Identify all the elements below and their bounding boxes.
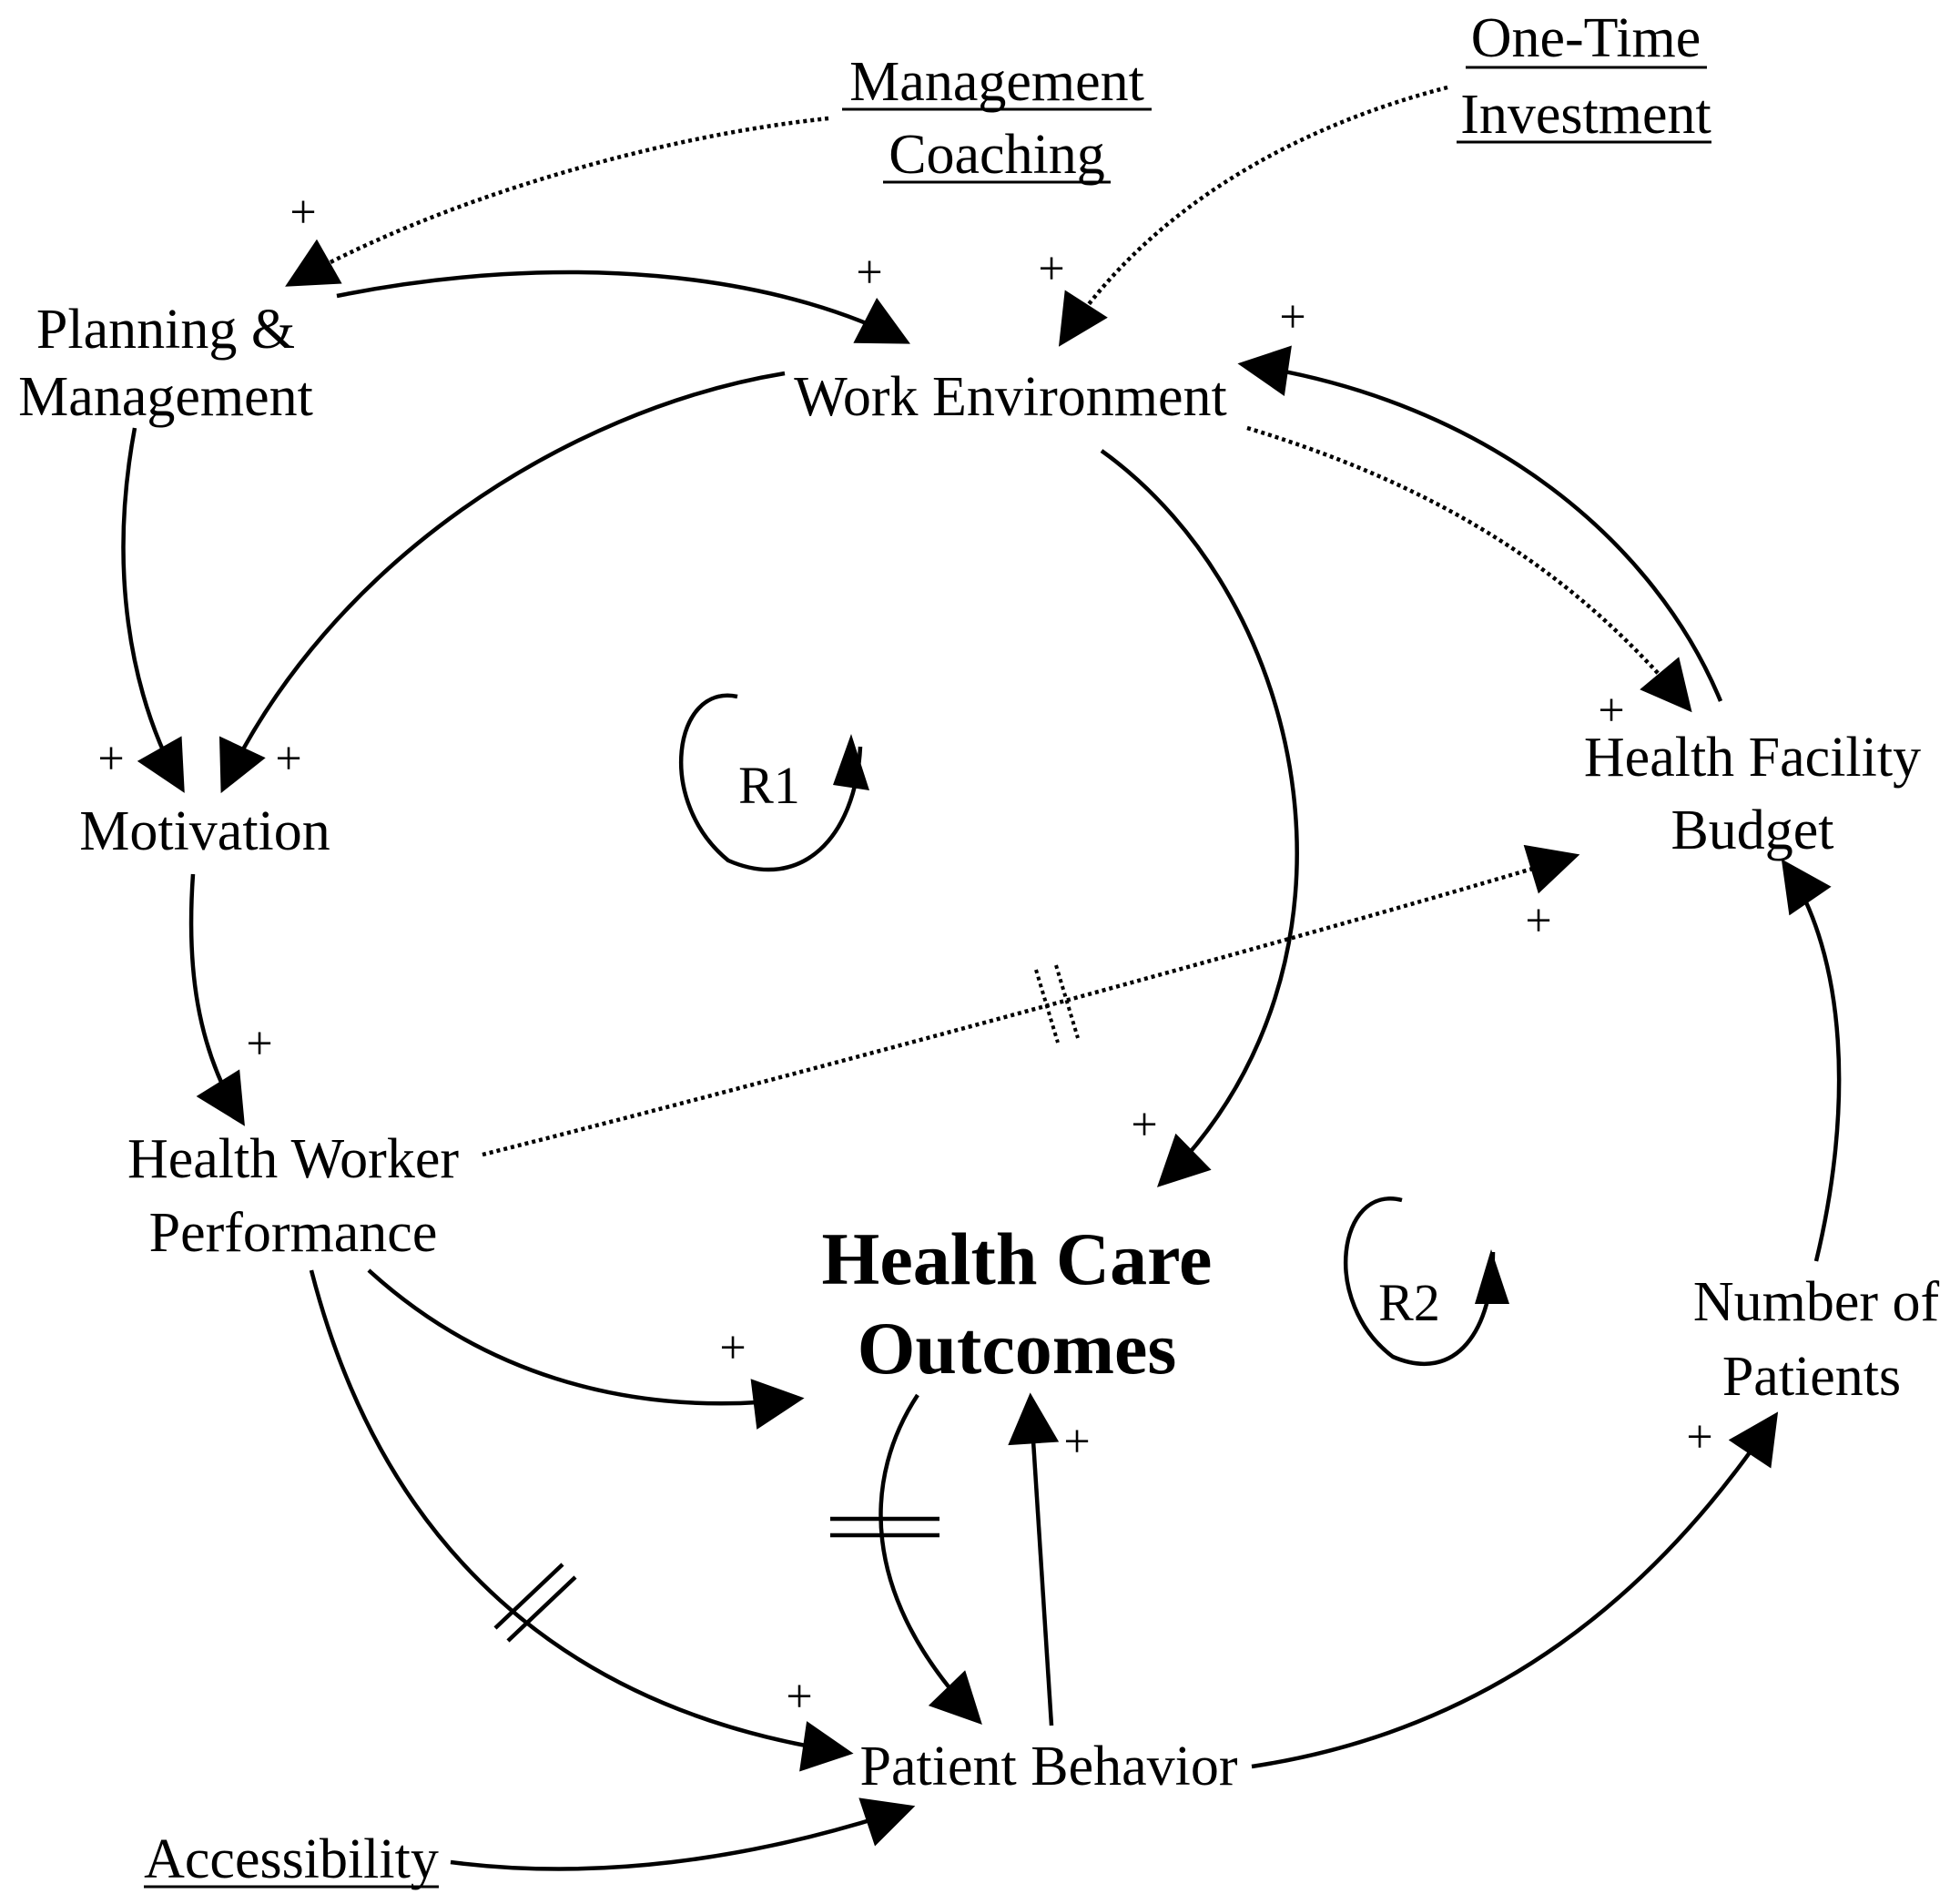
plus-sign: +	[786, 1671, 812, 1723]
plus-sign: +	[856, 247, 882, 299]
loop-r2-label: R2	[1378, 1273, 1440, 1332]
delay-mark-outcomes-to-patient-behavior	[830, 1516, 939, 1538]
health-care-outcomes-line1: Health Care	[822, 1217, 1213, 1300]
node-one-time-investment: One-Time Investment	[1457, 7, 1711, 146]
link-work-environment-to-motivation	[219, 371, 786, 794]
plus-sign: +	[1063, 1416, 1090, 1468]
link-budget-to-work-environment	[1237, 345, 1723, 702]
node-number-of-patients: Number of Patients	[1693, 1271, 1940, 1408]
plus-sign: +	[97, 733, 124, 785]
node-management-coaching: Management Coaching	[842, 51, 1152, 186]
health-worker-performance-line2: Performance	[149, 1202, 438, 1264]
plus-sign: +	[1525, 895, 1551, 947]
node-health-care-outcomes: Health Care Outcomes	[822, 1217, 1213, 1390]
link-work-environment-to-outcomes	[1100, 449, 1299, 1187]
planning-management-line1: Planning &	[36, 299, 295, 361]
loop-r1: R1	[678, 693, 869, 872]
link-performance-to-patient-behavior	[309, 1269, 854, 1772]
one-time-investment-line2: Investment	[1460, 84, 1711, 146]
delay-mark-performance-to-budget	[1034, 964, 1080, 1044]
plus-sign: +	[1686, 1411, 1712, 1463]
health-care-outcomes-line2: Outcomes	[858, 1307, 1177, 1390]
link-patient-behavior-to-outcomes	[1008, 1392, 1060, 1726]
link-performance-to-outcomes	[367, 1268, 805, 1430]
node-health-worker-performance: Health Worker Performance	[127, 1128, 459, 1264]
link-planning-to-motivation	[121, 427, 185, 793]
loop-r2-arrowhead	[1475, 1249, 1509, 1304]
plus-sign: +	[1038, 243, 1064, 295]
loop-r1-arrowhead	[833, 734, 869, 790]
link-management-coaching-to-planning	[285, 116, 829, 287]
link-accessibility-to-patient-behavior	[450, 1797, 916, 1871]
plus-sign: +	[246, 1018, 272, 1070]
health-worker-performance-line1: Health Worker	[127, 1128, 459, 1190]
node-health-facility-budget: Health Facility Budget	[1584, 727, 1921, 861]
node-patient-behavior: Patient Behavior	[860, 1736, 1238, 1797]
link-outcomes-to-patient-behavior	[878, 1393, 982, 1726]
number-of-patients-line1: Number of	[1693, 1271, 1940, 1333]
node-accessibility: Accessibility	[144, 1828, 439, 1890]
plus-sign: +	[289, 187, 316, 239]
health-facility-budget-line1: Health Facility	[1584, 727, 1921, 789]
link-performance-to-budget	[482, 844, 1580, 1157]
link-patient-behavior-to-number-of-patients	[1251, 1411, 1779, 1769]
link-investment-to-work-environment	[1058, 85, 1448, 347]
loop-r1-arc	[678, 693, 863, 872]
delay-mark-performance-to-patient-behavior	[493, 1563, 577, 1643]
one-time-investment-line1: One-Time	[1471, 7, 1701, 69]
loop-r1-label: R1	[738, 756, 800, 815]
link-number-of-patients-to-budget	[1781, 859, 1842, 1262]
link-work-environment-to-budget	[1246, 425, 1692, 713]
management-coaching-line2: Coaching	[889, 124, 1105, 186]
plus-sign: +	[719, 1322, 746, 1374]
loop-r2: R2	[1343, 1196, 1509, 1367]
accessibility-label: Accessibility	[144, 1828, 439, 1890]
plus-sign: +	[275, 733, 301, 785]
management-coaching-line1: Management	[849, 51, 1144, 113]
health-facility-budget-line2: Budget	[1671, 799, 1833, 861]
number-of-patients-line2: Patients	[1722, 1346, 1901, 1408]
link-planning-to-work-environment	[336, 270, 910, 344]
plus-sign: +	[1279, 291, 1305, 343]
node-planning-management: Planning & Management	[18, 299, 313, 428]
loop-r2-arc	[1343, 1196, 1496, 1367]
plus-sign: +	[1598, 685, 1624, 737]
link-motivation-to-performance	[188, 873, 245, 1126]
node-motivation: Motivation	[79, 800, 330, 862]
planning-management-line2: Management	[18, 366, 313, 428]
polarity-signs: + + + + + + + + + + + + + +	[97, 187, 1712, 1723]
node-work-environment: Work Environment	[794, 366, 1226, 428]
plus-sign: +	[1131, 1099, 1157, 1151]
